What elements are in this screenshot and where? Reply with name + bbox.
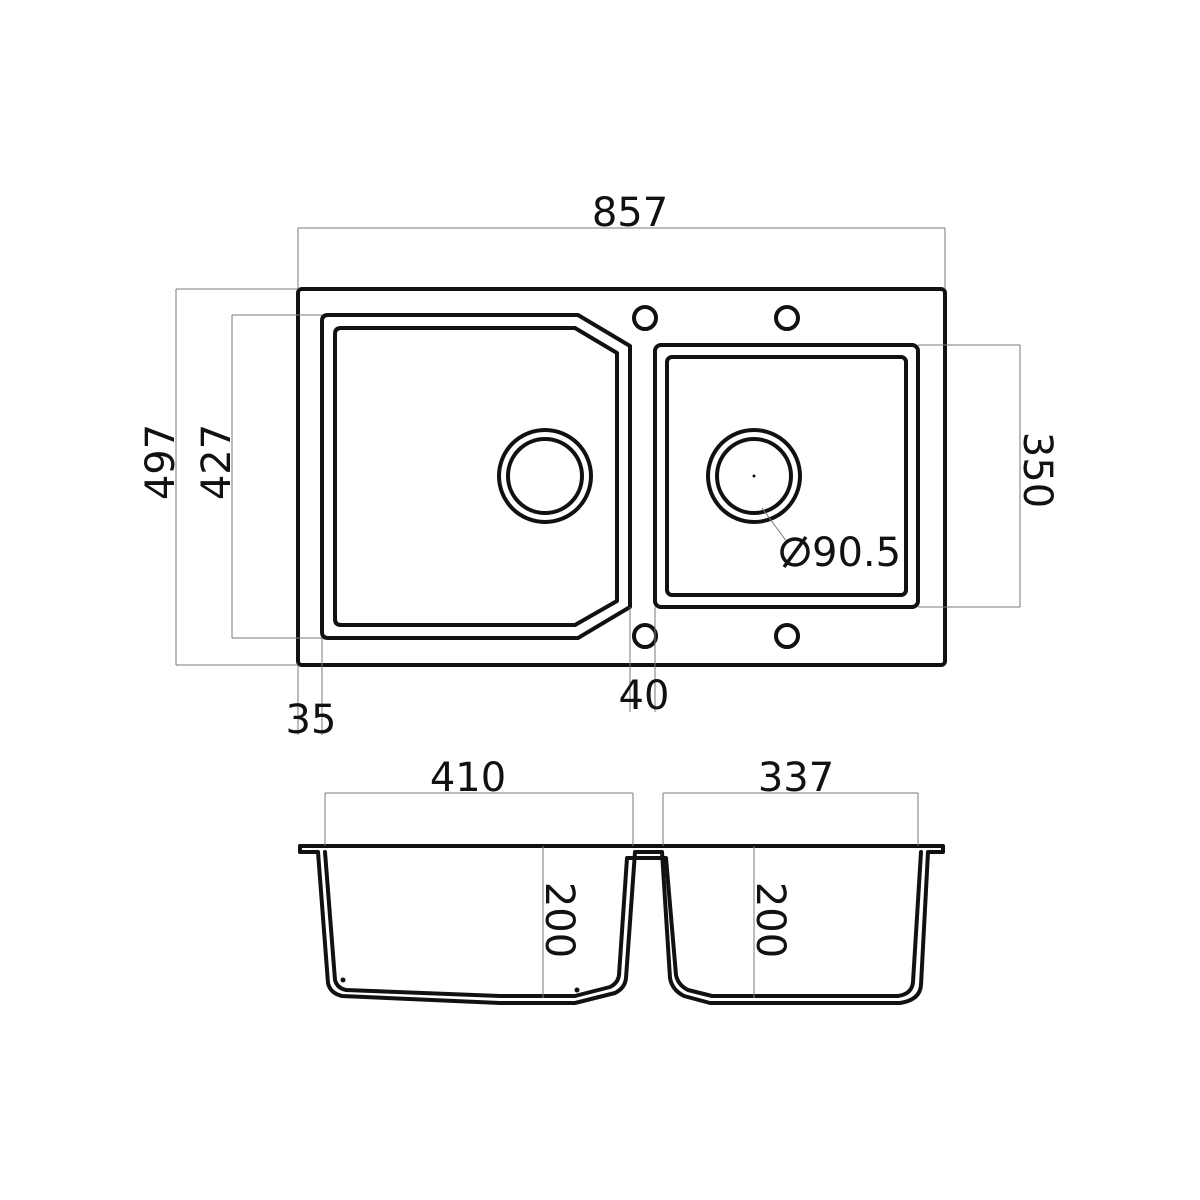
dimension-large-bowl-height: 200	[536, 846, 582, 998]
tap-hole	[774, 305, 800, 331]
dimension-small-bowl-width: 337	[662, 755, 919, 846]
section-view: 410 337 200 200	[298, 755, 945, 1005]
sink-section-outer	[298, 844, 945, 1005]
dimension-label-90-5: 90.5	[812, 530, 901, 576]
dimension-divider-width: 40	[619, 607, 670, 719]
dimension-label-200-large: 200	[536, 882, 582, 958]
top-view: 857 497 427 350 35	[138, 190, 1060, 743]
dimension-overall-width: 857	[297, 190, 946, 289]
tap-hole	[632, 623, 658, 649]
dimension-label-337: 337	[758, 755, 834, 801]
large-bowl-inner	[333, 326, 619, 627]
dimension-label-200-small: 200	[747, 882, 793, 958]
tap-hole	[632, 305, 658, 331]
dimension-label-857: 857	[592, 190, 668, 236]
large-drain	[497, 428, 593, 524]
dimension-label-427: 427	[194, 424, 240, 500]
diameter-symbol-icon	[780, 535, 810, 569]
large-bowl-outer	[320, 313, 632, 640]
dimension-small-bowl-height: 200	[747, 846, 793, 998]
dimension-drain-diameter: 90.5	[761, 507, 901, 576]
sink-outline	[296, 287, 947, 667]
small-bowl-outer	[653, 343, 920, 609]
dimension-overall-depth: 497	[138, 288, 298, 666]
sink-section-inner	[323, 850, 923, 998]
tap-hole	[774, 623, 800, 649]
dimension-label-40: 40	[619, 673, 670, 719]
dimension-edge-offset: 35	[286, 638, 337, 743]
dimension-label-350: 350	[1014, 432, 1060, 508]
dimension-large-bowl-depth: 427	[194, 314, 322, 639]
dimension-label-410: 410	[430, 755, 506, 801]
dimension-small-bowl-depth: 350	[918, 344, 1060, 608]
dimension-label-35: 35	[286, 697, 337, 743]
dimension-label-497: 497	[138, 424, 184, 500]
small-bowl-inner	[665, 355, 908, 597]
dimension-large-bowl-width: 410	[324, 755, 634, 846]
small-drain	[706, 428, 802, 524]
